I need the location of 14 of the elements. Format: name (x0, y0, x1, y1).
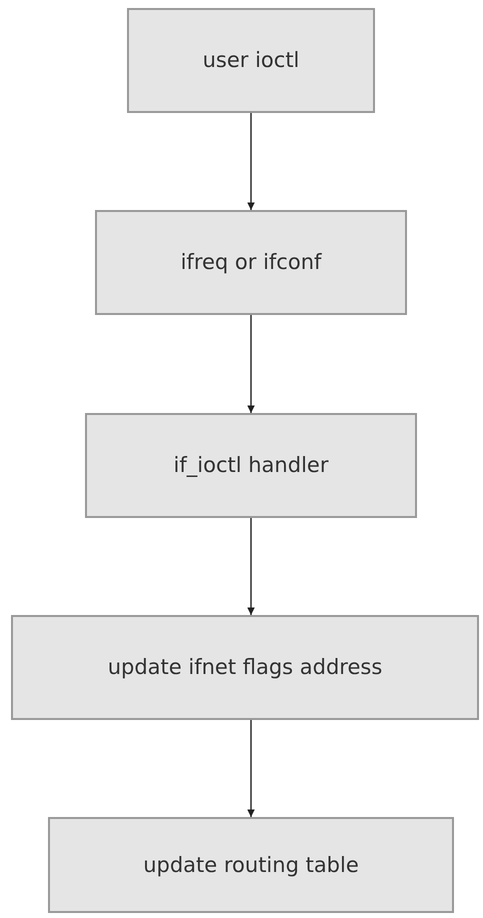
box-label: update ifnet flags address (108, 654, 382, 681)
arrow (247, 315, 255, 413)
arrow (247, 518, 255, 615)
box-label: if_ioctl handler (174, 452, 328, 479)
process-box (11, 615, 479, 720)
process-box (48, 817, 454, 913)
process-box (95, 210, 407, 315)
box-label: user ioctl (202, 47, 300, 74)
process-box (85, 413, 417, 518)
arrow (247, 720, 255, 817)
box-label: update routing table (143, 852, 359, 878)
arrow (247, 113, 255, 210)
box-label: ifreq or ifconf (180, 249, 322, 276)
process-box (127, 8, 375, 113)
